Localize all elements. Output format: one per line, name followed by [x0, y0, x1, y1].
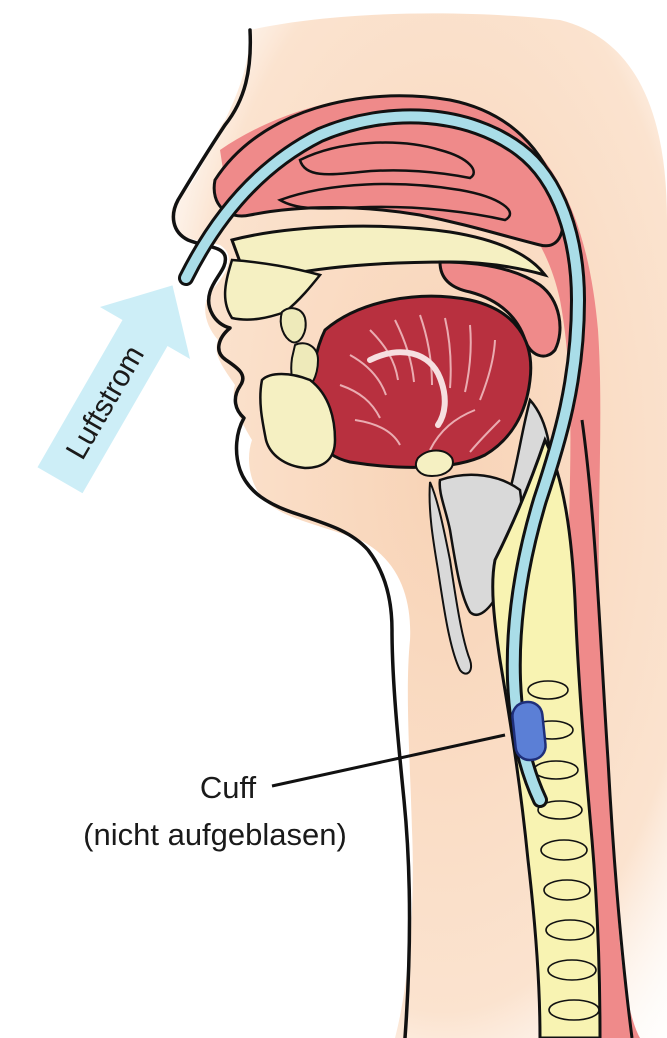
tube-cuff	[511, 701, 547, 762]
cuff-sublabel: (nicht aufgeblasen)	[83, 817, 347, 852]
airflow-arrow: Luftstrom	[15, 259, 218, 506]
cuff-label: Cuff	[200, 770, 257, 805]
hyoid-bone	[416, 451, 453, 477]
tongue	[309, 296, 531, 467]
